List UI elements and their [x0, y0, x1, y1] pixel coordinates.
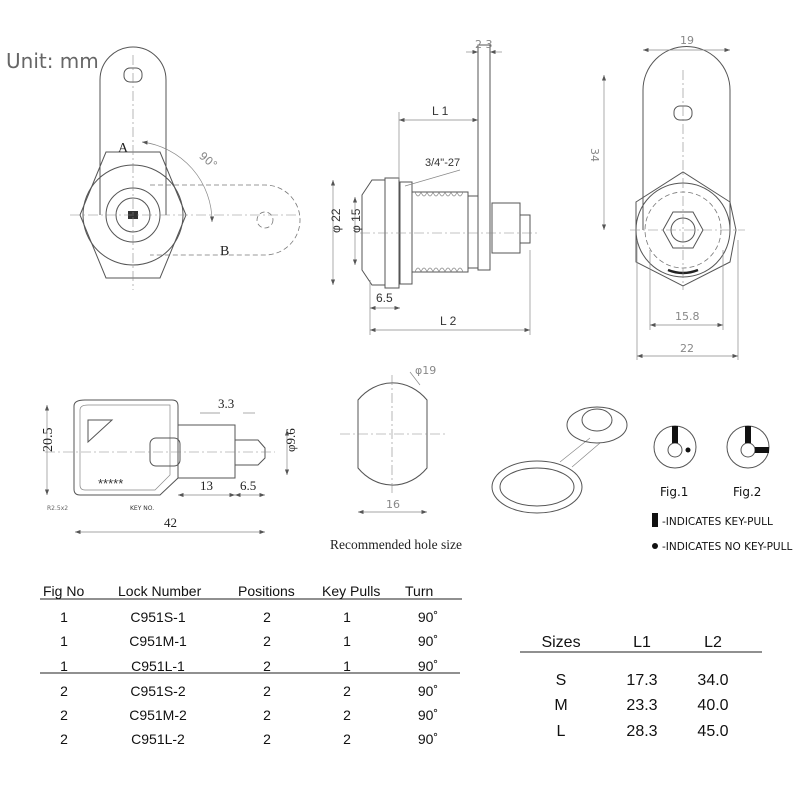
- lock-table-cell: 90˚: [418, 707, 438, 723]
- size-table-header: Sizes: [541, 634, 580, 651]
- height-dim: 34: [588, 148, 601, 162]
- lock-table-header: Key Pulls: [322, 583, 380, 599]
- lock-table-header: Lock Number: [118, 583, 202, 599]
- lock-table-cell: C951M-2: [129, 707, 187, 723]
- lock-table-cell: 1: [60, 633, 68, 649]
- lock-table-cell: C951M-1: [129, 633, 187, 649]
- l1-dim: L 1: [432, 104, 449, 118]
- size-table-cell: M: [554, 697, 567, 714]
- lock-table-header: Fig No: [43, 583, 84, 599]
- cam-plate: [99, 46, 167, 215]
- lock-table-cell: C951S-1: [130, 609, 185, 625]
- no-key-pull-icon: [652, 543, 658, 549]
- lock-table-cell: 1: [60, 609, 68, 625]
- key-length-dim: 42: [164, 515, 177, 530]
- lock-table-cell: 2: [60, 731, 68, 747]
- size-table-cell: 23.3: [626, 697, 657, 714]
- lock-table-cell: 2: [60, 683, 68, 699]
- lock-table-header: Turn: [405, 583, 433, 599]
- dia22-dim: φ 22: [329, 208, 343, 233]
- width-dim: 19: [680, 34, 694, 47]
- lock-table-cell: 2: [343, 683, 351, 699]
- dia15-dim: φ 15: [349, 208, 363, 233]
- outer-dim: 22: [680, 342, 694, 355]
- size-table-header: L1: [633, 634, 651, 651]
- fig1-label: Fig.1: [660, 485, 688, 499]
- thread-label: 3/4"-27: [425, 157, 460, 169]
- lock-table-cell: C951L-1: [131, 658, 185, 674]
- lock-table-cell: 2: [263, 707, 271, 723]
- angle-label: 90°: [196, 149, 219, 171]
- size-table: Sizes L1 L2S 17.3 34.0M 23.3 40.0L 28.3 45.0: [520, 634, 762, 740]
- lock-table-cell: 2: [263, 609, 271, 625]
- lock-table-cell: C951L-2: [131, 731, 185, 747]
- side-view: 2 3 L 1 3/4"-27 φ 22 φ 15 6.5 L 2: [329, 38, 540, 335]
- rear-view: 19 34 15.8 22: [588, 34, 745, 360]
- size-table-header: L2: [704, 634, 722, 651]
- key-no-label: KEY NO.: [130, 505, 154, 512]
- size-table-cell: 34.0: [697, 672, 728, 689]
- lock-table-cell: 90˚: [418, 683, 438, 699]
- fig2-label: Fig.2: [733, 485, 761, 499]
- hole-drawing: φ19 16 Recommended hole size: [330, 364, 462, 552]
- lock-table-cell: 90˚: [418, 633, 438, 649]
- lock-table: Fig No Lock Number Positions Key Pulls Turn 1…: [40, 583, 462, 747]
- lock-table-cell: 2: [263, 633, 271, 649]
- legend-nokeypull: -INDICATES NO KEY-PULL: [662, 541, 792, 553]
- dim-6-5: 6.5: [240, 478, 256, 493]
- lock-table-header: Positions: [238, 583, 295, 599]
- lock-table-cell: 90˚: [418, 731, 438, 747]
- lock-table-cell: 2: [263, 658, 271, 674]
- lock-table-cell: 2: [343, 731, 351, 747]
- size-table-cell: S: [556, 672, 567, 689]
- dim-3-3: 3.3: [218, 396, 234, 411]
- lock-table-cell: 1: [60, 658, 68, 674]
- size-table-cell: L: [557, 723, 566, 740]
- figure-1: Fig.1: [653, 425, 697, 499]
- dust-cap-drawing: [491, 406, 628, 514]
- label-a: A: [118, 141, 129, 156]
- legend-keypull: -INDICATES KEY-PULL: [662, 516, 773, 528]
- hole-caption: Recommended hole size: [330, 537, 462, 552]
- lock-table-cell: 90˚: [418, 609, 438, 625]
- key-number-marks: *****: [98, 476, 123, 491]
- key-pull-icon: [652, 513, 658, 527]
- unit-label: Unit: mm: [6, 49, 99, 73]
- lock-table-cell: 1: [343, 609, 351, 625]
- size-table-cell: 17.3: [626, 672, 657, 689]
- lock-table-cell: 2: [60, 707, 68, 723]
- thickness-dim: 2 3: [475, 38, 493, 51]
- cam-plate-side: [477, 44, 491, 271]
- lock-table-cell: 90˚: [418, 658, 438, 674]
- hole-width-dim: 16: [386, 498, 400, 511]
- dim-13: 13: [200, 478, 213, 493]
- lock-table-cell: C951S-2: [130, 683, 185, 699]
- radius-note: R2.5x2: [47, 505, 68, 512]
- label-b: B: [220, 244, 229, 259]
- size-table-cell: 40.0: [697, 697, 728, 714]
- inner-dim: 15.8: [675, 310, 700, 323]
- lock-table-cell: 2: [263, 731, 271, 747]
- lock-table-cell: 2: [263, 683, 271, 699]
- key-dia-dim: φ9.6: [283, 428, 298, 452]
- depth-dim: 6.5: [376, 291, 393, 305]
- key-height-dim: 20.5: [41, 428, 56, 453]
- cam-rotated: [150, 184, 301, 256]
- front-view: A B 90°: [70, 46, 301, 290]
- hole-dia-dim: φ19: [415, 364, 436, 377]
- size-table-cell: 45.0: [697, 723, 728, 740]
- lock-table-cell: 1: [343, 633, 351, 649]
- lock-table-cell: 1: [343, 658, 351, 674]
- key-drawing: ***** KEY NO. R2.5x2 20.5 3.3 13 6.5 φ9.…: [41, 396, 298, 535]
- size-table-cell: 28.3: [626, 723, 657, 740]
- figure-2: Fig.2: [726, 425, 770, 499]
- lock-table-cell: 2: [343, 707, 351, 723]
- l2-dim: L 2: [440, 314, 457, 328]
